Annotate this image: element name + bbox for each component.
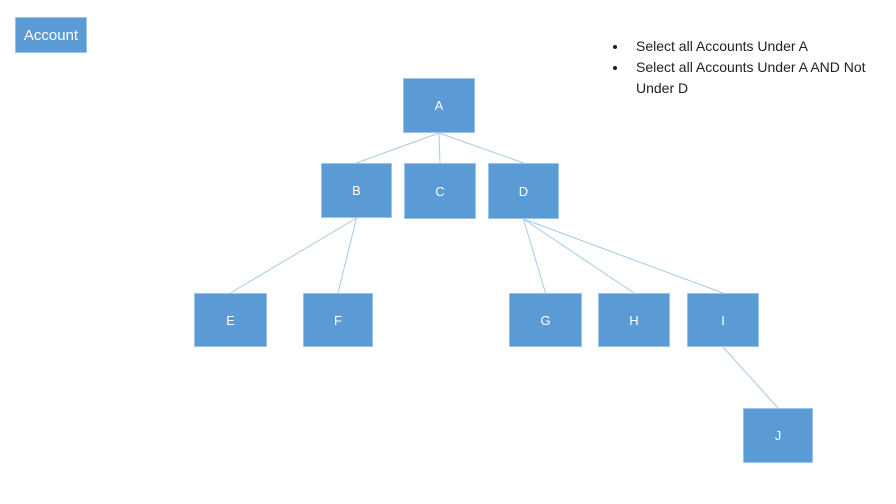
notes-block: Select all Accounts Under ASelect all Ac…	[600, 36, 890, 99]
tree-node-f: F	[303, 293, 373, 347]
connector-a-c	[438, 132, 441, 164]
connector-a-b	[356, 132, 440, 164]
tree-node-c: C	[404, 163, 476, 219]
connector-b-e	[230, 217, 357, 294]
account-label-chip: Account	[15, 17, 87, 53]
tree-node-label: G	[540, 312, 551, 328]
tree-node-label: C	[435, 183, 445, 199]
connector-a-d	[438, 132, 524, 164]
tree-node-e: E	[194, 293, 267, 347]
tree-node-g: G	[509, 293, 582, 347]
tree-node-b: B	[321, 163, 392, 218]
tree-node-label: H	[629, 312, 639, 328]
tree-node-label: B	[352, 183, 361, 198]
tree-node-h: H	[598, 293, 670, 347]
tree-node-j: J	[743, 408, 813, 463]
connector-d-i	[523, 218, 724, 294]
connector-d-g	[523, 218, 546, 294]
tree-node-i: I	[687, 293, 759, 347]
tree-node-label: D	[518, 183, 529, 199]
tree-node-d: D	[488, 163, 559, 219]
tree-node-a: A	[403, 78, 475, 133]
note-item: Select all Accounts Under A	[628, 36, 890, 57]
note-item: Select all Accounts Under A AND Not Unde…	[628, 57, 890, 99]
tree-node-label: A	[434, 98, 444, 113]
tree-node-label: J	[774, 428, 782, 443]
tree-node-label: E	[226, 312, 235, 328]
account-label: Account	[23, 26, 79, 44]
connector-b-f	[337, 217, 357, 294]
connector-d-h	[523, 218, 635, 294]
tree-node-label: F	[334, 312, 342, 328]
connector-i-j	[722, 346, 779, 409]
tree-node-label: I	[721, 312, 725, 328]
notes-list: Select all Accounts Under ASelect all Ac…	[600, 36, 890, 99]
